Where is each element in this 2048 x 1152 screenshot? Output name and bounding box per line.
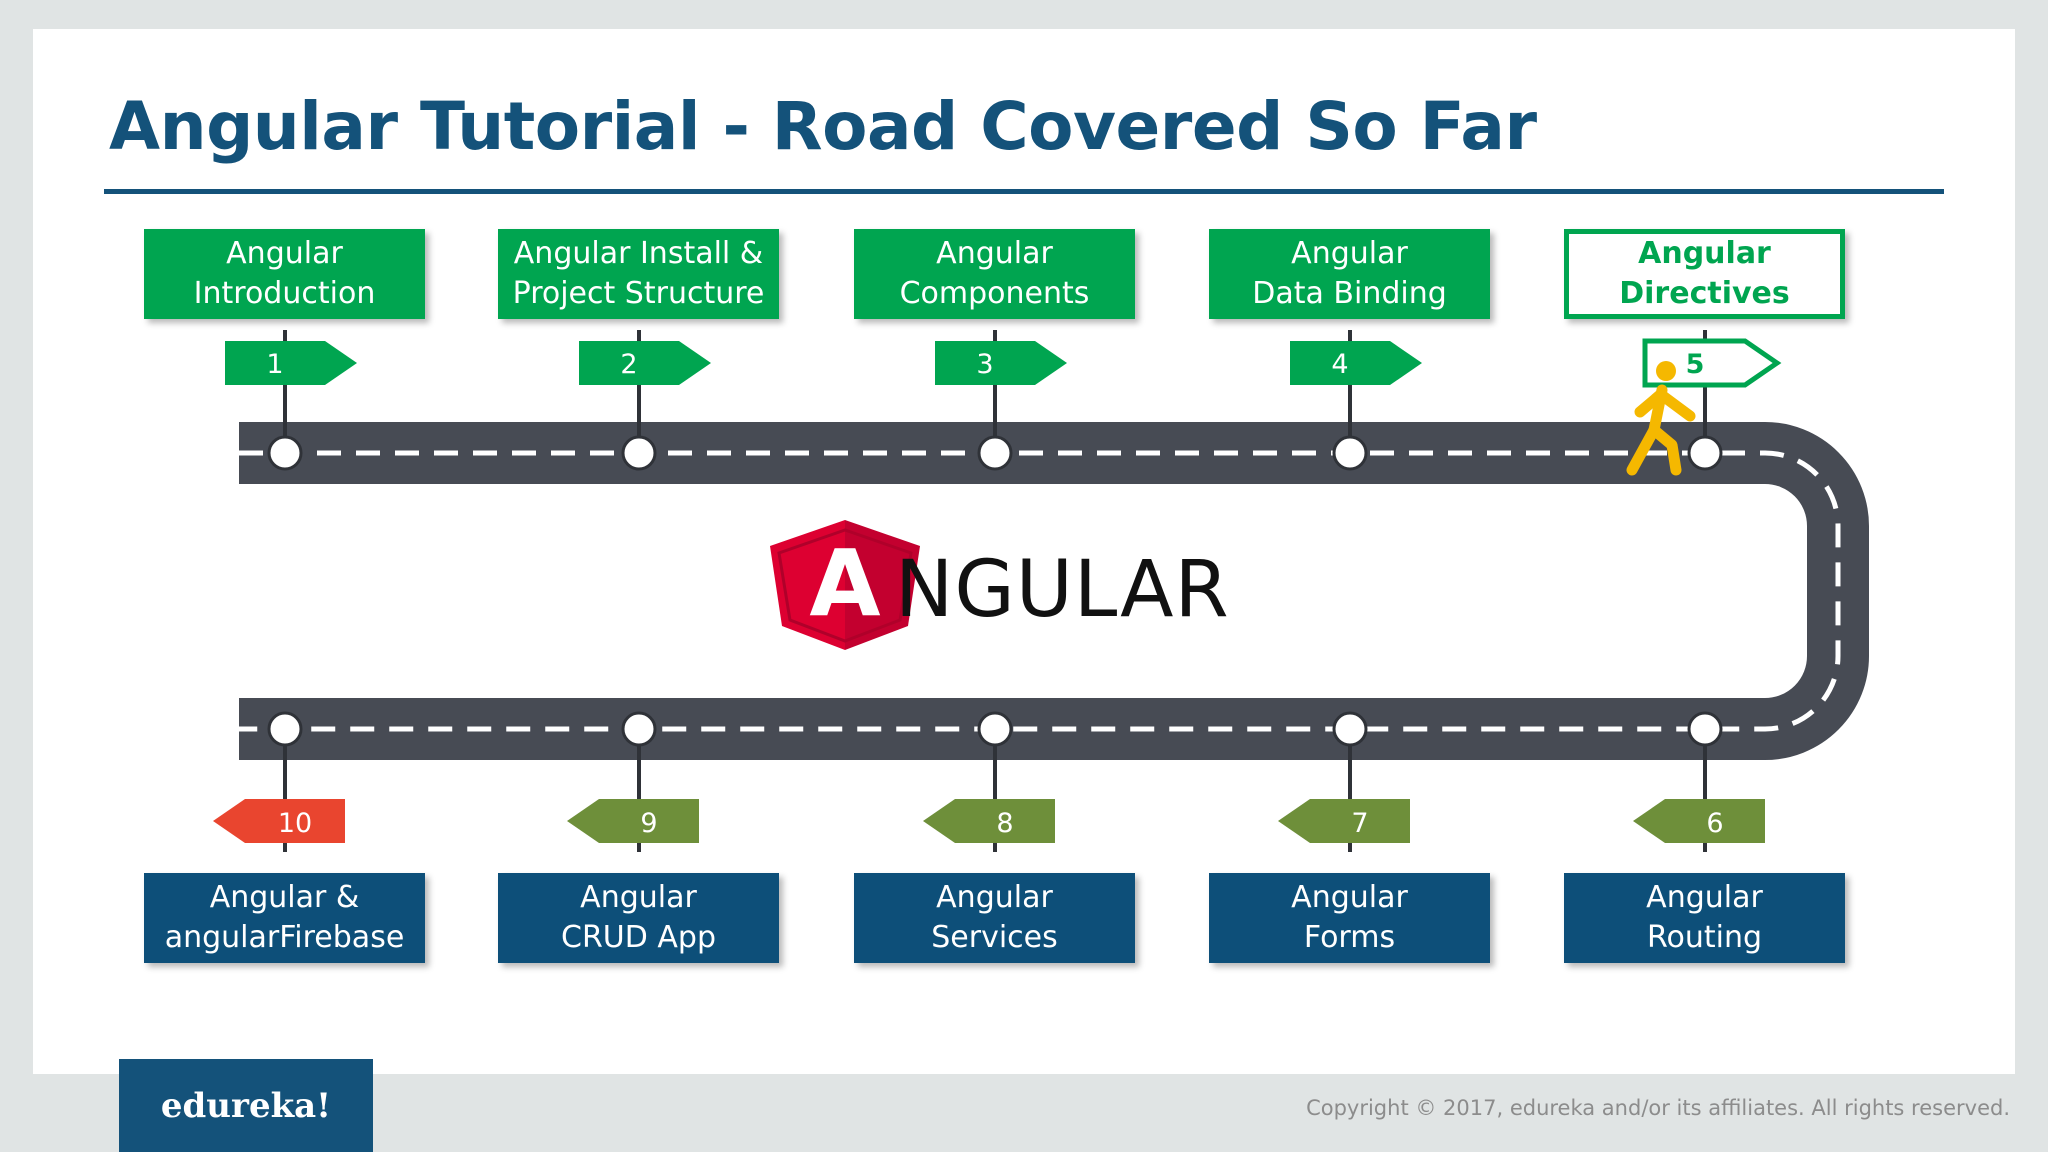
- logo-wordmark: NGULAR: [895, 545, 1230, 635]
- title-underline: [104, 189, 1944, 194]
- step-number: 3: [976, 349, 993, 380]
- step-number: 8: [996, 808, 1013, 839]
- step-label: Angular Introduction: [193, 236, 376, 311]
- brand-name: edureka!: [160, 1085, 332, 1126]
- step-box: Angular Forms: [1209, 873, 1490, 963]
- copyright-notice: Copyright © 2017, edureka and/or its aff…: [1306, 1096, 2010, 1120]
- step-label: Angular Forms: [1291, 880, 1408, 955]
- step-label: Angular & angularFirebase: [164, 880, 405, 955]
- step-number: 9: [640, 808, 657, 839]
- step-label: Angular Routing: [1646, 880, 1763, 955]
- step-label: Angular CRUD App: [561, 880, 716, 955]
- milestone-dot: [977, 711, 1013, 747]
- step-box: Angular Install & Project Structure: [498, 229, 779, 319]
- step-box: Angular CRUD App: [498, 873, 779, 963]
- step-number: 10: [278, 808, 312, 839]
- milestone-dot: [621, 711, 657, 747]
- step-box: Angular Services: [854, 873, 1135, 963]
- step-flag: [1278, 799, 1410, 843]
- step-box: Angular & angularFirebase: [144, 873, 425, 963]
- brand-logo-box: edureka!: [119, 1059, 373, 1152]
- step-box: Angular Introduction: [144, 229, 425, 319]
- step-label: Angular Components: [899, 236, 1090, 311]
- milestone-dot: [1332, 711, 1368, 747]
- milestone-dot: [621, 435, 657, 471]
- milestone-dot: [1332, 435, 1368, 471]
- step-number: 1: [266, 349, 283, 380]
- road-center-dashes: [239, 450, 1841, 732]
- angular-shield-icon: A: [770, 520, 920, 650]
- step-markers: 1 2 3 4 5 6 7 8 9 10: [213, 330, 1782, 852]
- step-box: Angular Directives: [1564, 229, 1845, 319]
- step-flag: [1290, 341, 1422, 385]
- step-flag: [935, 341, 1067, 385]
- milestone-dot: [1687, 711, 1723, 747]
- milestone-dot: [267, 711, 303, 747]
- step-flag: [923, 799, 1055, 843]
- step-number: 7: [1351, 808, 1368, 839]
- step-number: 6: [1706, 808, 1723, 839]
- step-number: 5: [1686, 349, 1705, 380]
- step-label: Angular Directives: [1619, 236, 1790, 311]
- step-label: Angular Install & Project Structure: [512, 236, 765, 311]
- step-label: Angular Data Binding: [1252, 236, 1447, 311]
- step-flag: [1642, 338, 1782, 388]
- milestone-dot: [1687, 435, 1723, 471]
- step-flag: [213, 799, 345, 843]
- slide-title: Angular Tutorial - Road Covered So Far: [109, 88, 1537, 165]
- logo-letter: A: [809, 530, 880, 637]
- milestone-dot: [267, 435, 303, 471]
- step-flag: [1633, 799, 1765, 843]
- step-box: Angular Routing: [1564, 873, 1845, 963]
- step-number: 2: [620, 349, 637, 380]
- step-flag: [579, 341, 711, 385]
- milestone-dot: [977, 435, 1013, 471]
- step-number: 4: [1331, 349, 1348, 380]
- step-box: Angular Components: [854, 229, 1135, 319]
- walking-person-icon: [1626, 361, 1696, 476]
- step-flag: [567, 799, 699, 843]
- step-label: Angular Services: [931, 880, 1058, 955]
- step-box: Angular Data Binding: [1209, 229, 1490, 319]
- step-flag: [225, 341, 357, 385]
